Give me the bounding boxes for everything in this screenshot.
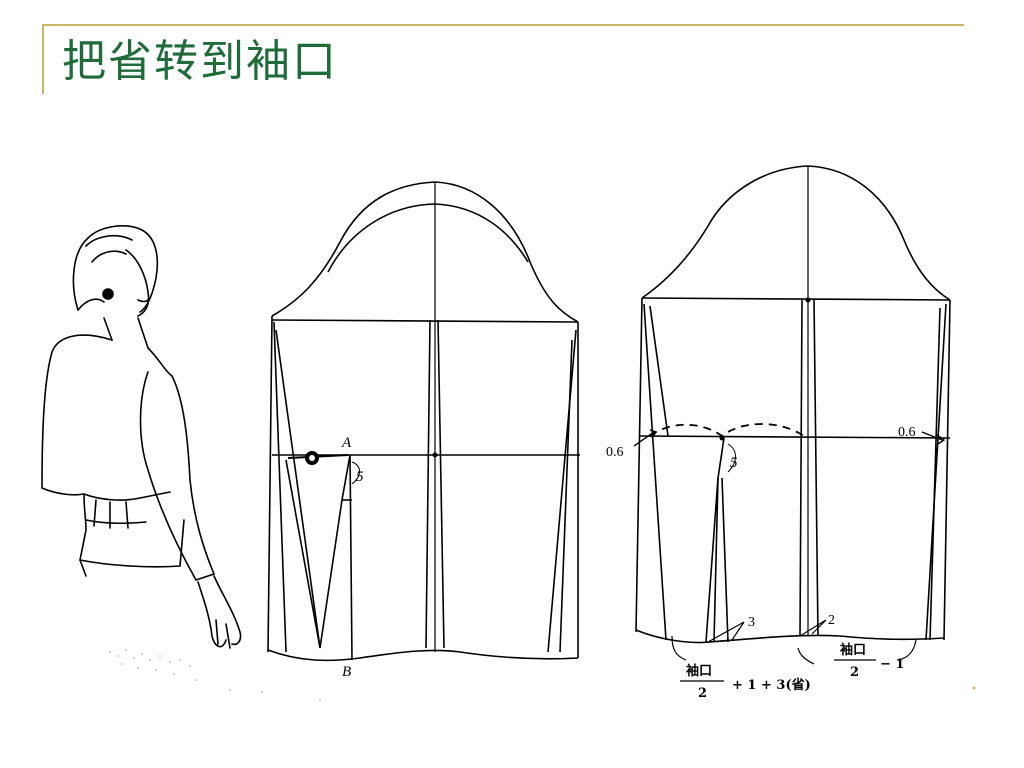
formula-right-denominator: 2	[850, 665, 859, 680]
offset-arrow-left	[633, 431, 655, 447]
decorative-dot	[972, 686, 976, 690]
leader-line-left	[671, 635, 687, 661]
slide-title: 把省转到袖口	[62, 36, 338, 87]
cap-center-dot	[805, 297, 811, 303]
left-sleeve-pattern	[267, 181, 580, 662]
dart-shift-dashed-curve	[649, 423, 805, 438]
label-dart-length-right: 5	[730, 455, 738, 471]
label-offset-left: 0.6	[606, 445, 624, 460]
right-sleeve-pattern	[635, 165, 951, 644]
label-gap: 2	[828, 613, 835, 628]
stipple-texture	[109, 649, 321, 701]
label-dart-length-left: 5	[356, 469, 364, 485]
dart-length-bracket	[351, 461, 360, 485]
formula-right-numerator: 袖口	[840, 642, 866, 658]
offset-arrowhead-left	[649, 429, 658, 439]
offset-arrow-right	[921, 431, 943, 441]
pivot-point-inner	[309, 455, 315, 461]
dart-length-bracket-right	[727, 443, 736, 473]
leader-line-right	[897, 639, 917, 661]
leader-line-center	[797, 647, 815, 665]
formula-left-numerator: 袖口	[686, 663, 712, 679]
dart-apex-dot	[719, 435, 725, 441]
label-point-a: A	[341, 435, 352, 451]
center-intersection-dot	[432, 452, 438, 458]
formula-right-suffix: − 1	[880, 657, 904, 672]
woman-illustration	[41, 225, 242, 649]
label-point-b: B	[342, 664, 351, 680]
formula-left-denominator: 2	[698, 686, 707, 701]
header-top-rule	[42, 24, 964, 26]
header-left-rule	[42, 24, 44, 94]
offset-arrowhead-right	[935, 433, 946, 445]
label-offset-right: 0.6	[898, 425, 916, 440]
label-dart-width: 3	[748, 615, 755, 630]
formula-left-suffix: + 1 + 3(省)	[732, 677, 811, 693]
